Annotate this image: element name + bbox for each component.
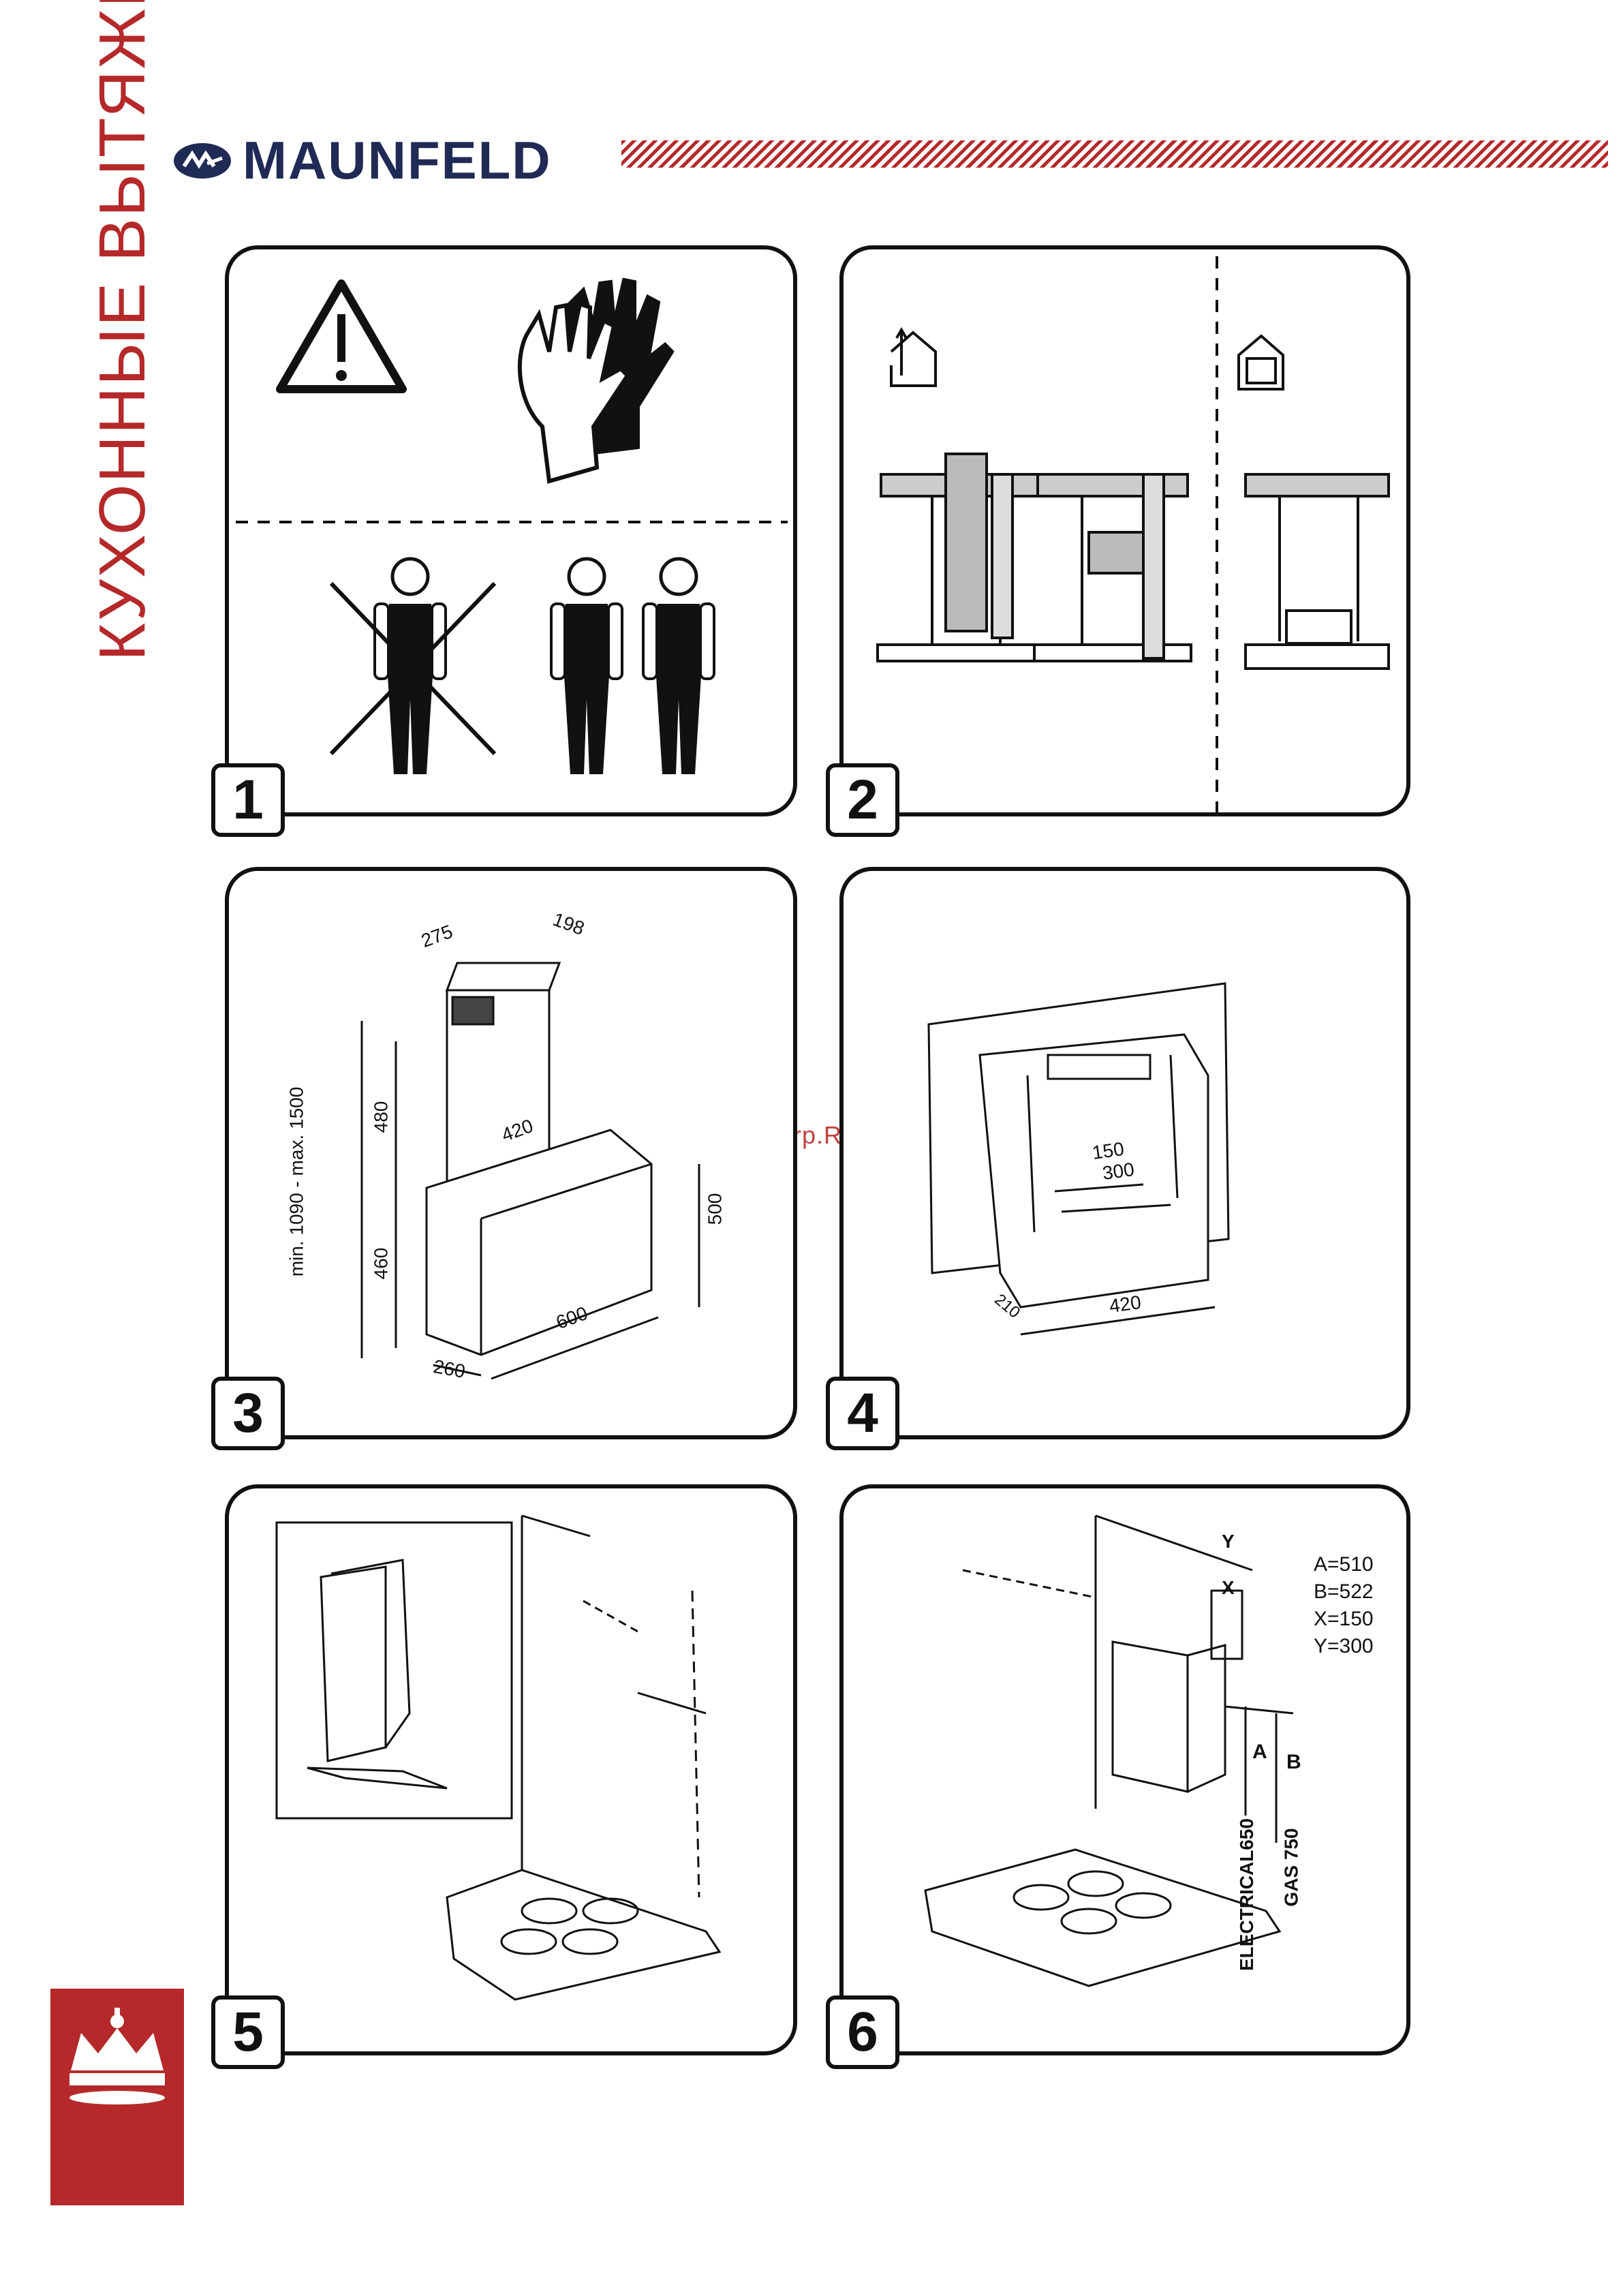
panel-number: 1 (211, 763, 285, 837)
value-x: X=150 (1314, 1608, 1374, 1631)
hood-recirculation (1246, 474, 1389, 669)
panel-number: 5 (211, 1995, 285, 2069)
dimensions-drawing (229, 871, 801, 1443)
dim-480: 480 (370, 1101, 392, 1133)
crown-icon (50, 1989, 184, 2125)
panel-3: 275 198 480 420 500 460 600 260 min. 109… (225, 867, 797, 1439)
label-gas: GAS 750 (1281, 1828, 1303, 1906)
label-b: B (1286, 1751, 1301, 1774)
panel-number: 3 (211, 1377, 285, 1450)
brand-header: MAUNFELD (172, 129, 552, 192)
panel-number: 4 (826, 1377, 899, 1450)
mounting-plate-drawing (844, 871, 1415, 1443)
ventilation-modes-illustration (844, 249, 1415, 821)
dim-460: 460 (370, 1248, 392, 1280)
crest-badge (50, 1989, 184, 2205)
panel-4: 150 300 420 210 (839, 867, 1410, 1439)
warning-triangle-icon (280, 284, 403, 389)
value-y: Y=300 (1314, 1635, 1374, 1658)
panel-2 (839, 245, 1410, 816)
value-b: B=522 (1314, 1580, 1374, 1604)
person-icon (551, 559, 622, 774)
label-a: A (1252, 1741, 1267, 1764)
dim-range: min. 1090 - max. 1500 (285, 1087, 307, 1277)
maunfeld-logo-icon (172, 140, 233, 181)
safety-illustration (229, 249, 801, 821)
panel-number: 2 (826, 763, 899, 837)
hood-exhaust-side (1034, 474, 1191, 661)
panel-number: 6 (826, 1995, 899, 2069)
person-icon (643, 559, 714, 774)
house-exhaust-icon (891, 330, 936, 386)
label-y: Y (1222, 1531, 1235, 1552)
house-recirculation-icon (1239, 336, 1283, 389)
person-crossed-icon (331, 559, 495, 774)
dim-300: 300 (1101, 1159, 1136, 1184)
value-a: A=510 (1314, 1553, 1374, 1576)
side-title: КУХОННЫЕ ВЫТЯЖКИ (82, 48, 164, 661)
label-x: X (1222, 1577, 1235, 1599)
dim-500: 500 (704, 1193, 726, 1225)
brand-name: MAUNFELD (243, 129, 552, 192)
dim-420: 420 (1108, 1291, 1143, 1317)
wall-marking-drawing (229, 1488, 801, 2060)
gloves-icon (520, 280, 672, 481)
panel-5 (225, 1484, 797, 2055)
header-stripe (621, 140, 1608, 168)
panel-1 (225, 245, 797, 816)
panel-6: Y X A=510 B=522 X=150 Y=300 A B ELECTRIC… (839, 1484, 1410, 2055)
label-electrical: ELECTRICAL650 (1236, 1818, 1258, 1971)
hood-exhaust-top (878, 454, 1041, 661)
